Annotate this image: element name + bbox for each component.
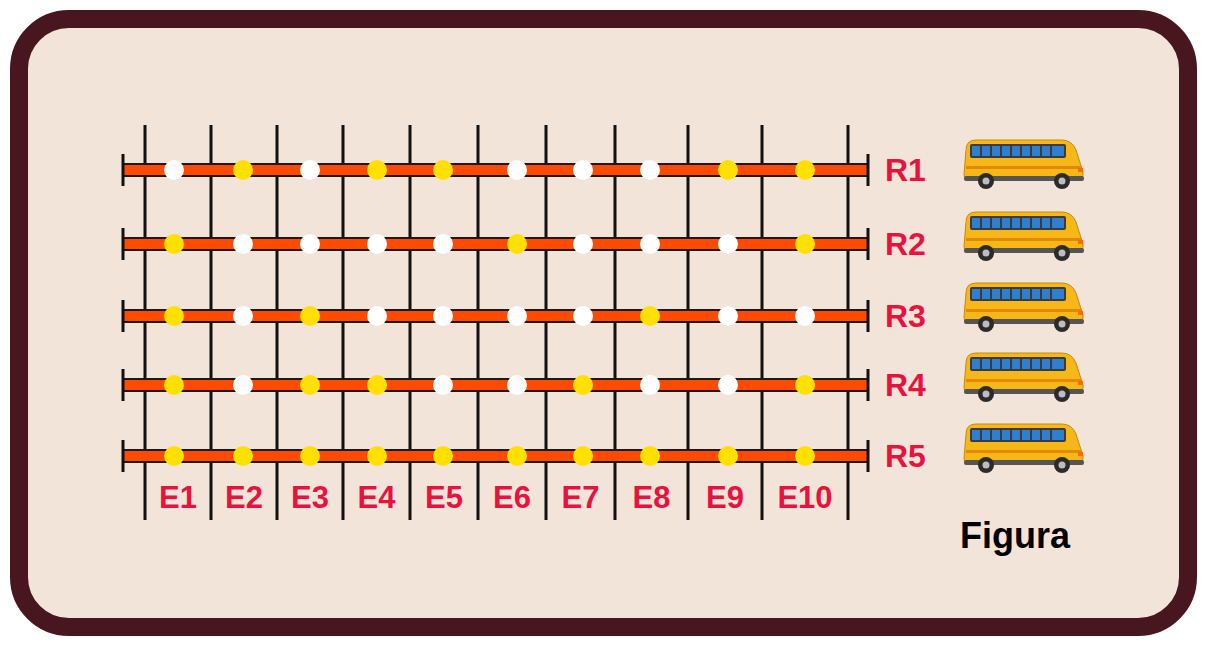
stop-dot	[367, 446, 387, 466]
stop-label: E7	[562, 482, 600, 513]
stop-dot	[367, 306, 387, 326]
stop-dot	[573, 375, 593, 395]
stop-dot	[233, 234, 253, 254]
stop-dot	[640, 446, 660, 466]
stop-label: E2	[225, 482, 263, 513]
stop-dot	[233, 375, 253, 395]
stop-dot	[233, 160, 253, 180]
route-end	[122, 300, 125, 332]
stop-dot	[433, 160, 453, 180]
stop-dot	[367, 160, 387, 180]
route-end	[867, 300, 870, 332]
stop-label: E1	[159, 482, 197, 513]
stop-dot	[507, 306, 527, 326]
route-label: R5	[885, 440, 926, 472]
stop-label: E10	[777, 482, 832, 513]
route-end	[122, 154, 125, 186]
stop-dot	[433, 375, 453, 395]
stop-dot	[300, 446, 320, 466]
route-end	[867, 154, 870, 186]
stop-dot	[795, 160, 815, 180]
route-label: R2	[885, 228, 926, 260]
stop-dot	[640, 306, 660, 326]
stop-dot	[795, 234, 815, 254]
stop-dot	[795, 375, 815, 395]
stop-dot	[573, 234, 593, 254]
stop-dot	[640, 375, 660, 395]
route-end	[867, 369, 870, 401]
stop-dot	[718, 160, 738, 180]
route-label: R1	[885, 154, 926, 186]
stop-dot	[164, 234, 184, 254]
route-label: R3	[885, 300, 926, 332]
stop-dot	[573, 446, 593, 466]
route-end	[122, 369, 125, 401]
route-end	[867, 228, 870, 260]
stop-dot	[795, 446, 815, 466]
stop-dot	[164, 306, 184, 326]
stop-dot	[640, 160, 660, 180]
stop-dot	[433, 234, 453, 254]
stop-dot	[164, 446, 184, 466]
stop-dot	[433, 446, 453, 466]
route-end	[122, 228, 125, 260]
stop-dot	[233, 306, 253, 326]
stop-dot	[718, 306, 738, 326]
stop-dot	[433, 306, 453, 326]
stop-label: E4	[358, 482, 396, 513]
stop-dot	[300, 160, 320, 180]
stop-label: E8	[633, 482, 671, 513]
stop-dot	[507, 234, 527, 254]
route-end	[867, 440, 870, 472]
stop-dot	[164, 160, 184, 180]
stop-dot	[640, 234, 660, 254]
stop-dot	[164, 375, 184, 395]
stop-dot	[573, 160, 593, 180]
stop-dot	[300, 375, 320, 395]
stop-dot	[718, 446, 738, 466]
stop-dot	[507, 446, 527, 466]
stop-dot	[507, 375, 527, 395]
route-end	[122, 440, 125, 472]
stop-label: E9	[706, 482, 744, 513]
stop-dot	[367, 375, 387, 395]
stop-dot	[300, 234, 320, 254]
figure-caption: Figura	[960, 518, 1070, 554]
stop-dot	[718, 375, 738, 395]
stop-dot	[507, 160, 527, 180]
stop-dot	[718, 234, 738, 254]
stop-dot	[573, 306, 593, 326]
route-label: R4	[885, 369, 926, 401]
stop-dot	[233, 446, 253, 466]
stop-label: E5	[425, 482, 463, 513]
stop-dot	[300, 306, 320, 326]
stop-label: E3	[291, 482, 329, 513]
stop-dot	[795, 306, 815, 326]
stop-dot	[367, 234, 387, 254]
stop-label: E6	[493, 482, 531, 513]
